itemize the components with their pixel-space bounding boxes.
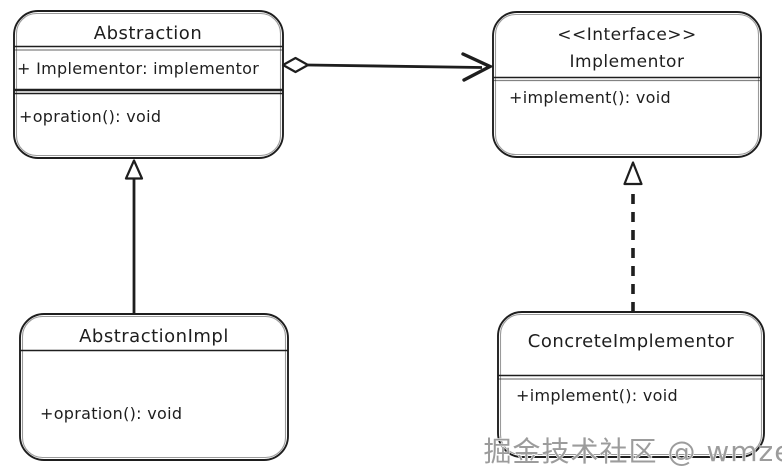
class-stereotype-implementor: <<Interface>> [557,25,697,45]
hollow-diamond-tail [281,56,310,74]
class-box-abstraction: Abstraction + Implementor: implementor +… [13,10,284,159]
watermark-text: 掘金技术社区 @ wmze [484,435,782,468]
class-box-concrete-implementor: ConcreteImplementor +implement(): void [497,311,765,458]
class-method-concrete-implementor: +implement(): void [516,386,678,405]
class-box-implementor: <<Interface>> Implementor +implement(): … [492,11,762,158]
hollow-triangle-head [623,161,643,186]
class-name-abstraction: Abstraction [94,23,202,44]
class-attribute-abstraction: + Implementor: implementor [17,59,259,78]
class-method-abstraction: +opration(): void [19,107,161,126]
hollow-triangle-head [124,159,144,180]
inheritance-arrow [124,159,144,314]
open-arrowhead [461,52,494,82]
aggregation-arrow [281,52,494,82]
class-name-implementor: Implementor [570,52,685,72]
class-box-abstraction-impl: AbstractionImpl +opration(): void [19,313,289,461]
class-method-implementor: +implement(): void [509,88,671,107]
class-name-abstraction-impl: AbstractionImpl [79,326,229,347]
realization-arrow [623,161,643,312]
class-name-concrete-implementor: ConcreteImplementor [528,331,735,352]
class-method-abstraction-impl: +opration(): void [40,404,182,423]
